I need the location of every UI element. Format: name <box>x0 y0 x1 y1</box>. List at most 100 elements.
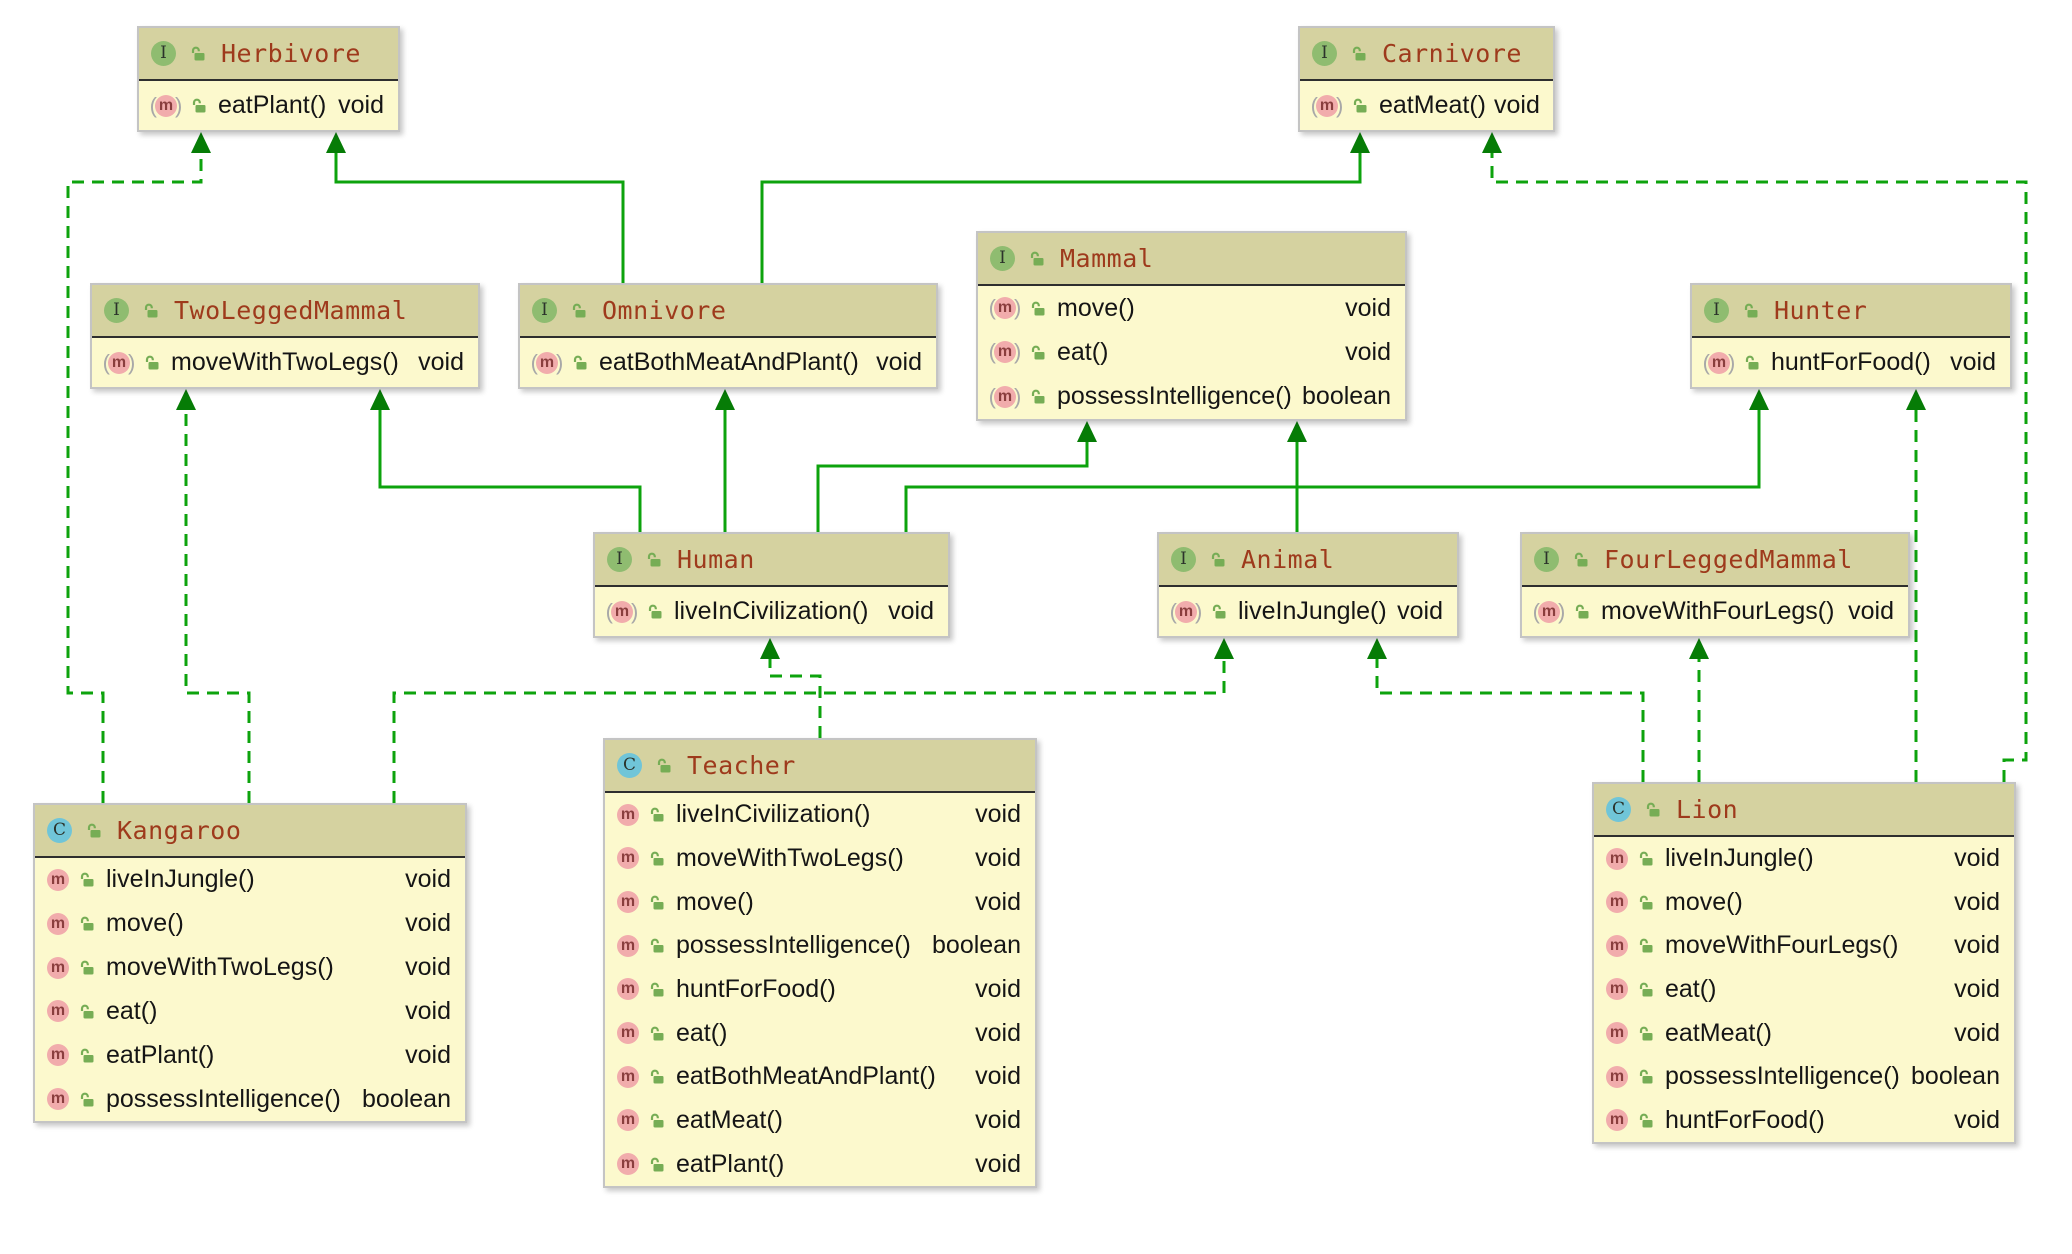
unlocked-icon <box>1638 1112 1655 1129</box>
method-row-herbivore-0[interactable]: (m)eatPlant()void <box>139 81 398 130</box>
method-row-lion-5[interactable]: (m)possessIntelligence()boolean <box>1594 1054 2014 1099</box>
method-icon: (m) <box>1604 1109 1630 1132</box>
method-name: move() <box>1665 887 1743 916</box>
method-row-teacher-2[interactable]: (m)move()void <box>605 880 1035 924</box>
method-row-lion-0[interactable]: (m)liveInJungle()void <box>1594 837 2014 881</box>
method-return-type: void <box>1345 337 1391 366</box>
method-row-fourleggedmammal-0[interactable]: (m)moveWithFourLegs()void <box>1522 587 1908 636</box>
edge-kangaroo-implements-herbivore <box>66 151 203 803</box>
arrowhead-into-hunter <box>1749 389 1769 410</box>
method-return-type: void <box>1954 1105 2000 1134</box>
class-box-lion[interactable]: CLion(m)liveInJungle()void(m)move()void(… <box>1592 782 2016 1144</box>
method-letter: m <box>617 934 639 957</box>
method-row-kangaroo-1[interactable]: (m)move()void <box>35 901 465 946</box>
method-name: eat() <box>1057 337 1109 366</box>
method-row-lion-1[interactable]: (m)move()void <box>1594 880 2014 925</box>
method-return-type: void <box>876 348 922 376</box>
method-name: eatMeat() <box>1379 91 1486 119</box>
method-row-teacher-0[interactable]: (m)liveInCivilization()void <box>605 793 1035 837</box>
unlocked-icon <box>79 915 96 932</box>
method-row-mammal-2[interactable]: (m)possessIntelligence()boolean <box>978 374 1405 419</box>
method-letter: m <box>617 1022 639 1045</box>
method-row-teacher-8[interactable]: (m)eatPlant()void <box>605 1142 1035 1186</box>
method-row-kangaroo-3[interactable]: (m)eat()void <box>35 989 465 1034</box>
method-row-teacher-6[interactable]: (m)eatBothMeatAndPlant()void <box>605 1054 1035 1099</box>
class-box-teacher[interactable]: CTeacher(m)liveInCivilization()void(m)mo… <box>603 738 1037 1188</box>
method-row-hunter-0[interactable]: (m)huntForFood()void <box>1692 338 2010 387</box>
unlocked-icon <box>1638 850 1655 867</box>
method-row-kangaroo-2[interactable]: (m)moveWithTwoLegs()void <box>35 945 465 990</box>
method-letter: m <box>1606 891 1628 914</box>
method-return-type: void <box>975 1105 1021 1134</box>
class-name: Kangaroo <box>117 816 242 845</box>
unlocked-icon <box>144 354 161 371</box>
edge-lion-implements-animal <box>1375 657 1645 782</box>
unlocked-icon <box>1638 981 1655 998</box>
method-letter: m <box>1606 1022 1628 1045</box>
method-row-lion-3[interactable]: (m)eat()void <box>1594 967 2014 1012</box>
method-return-type: void <box>405 953 451 982</box>
edge-teacher-implements-human <box>768 657 822 738</box>
arrowhead-into-mammal <box>1287 421 1307 442</box>
method-row-twoleggedmammal-0[interactable]: (m)moveWithTwoLegs()void <box>92 338 478 387</box>
method-row-lion-4[interactable]: (m)eatMeat()void <box>1594 1011 2014 1055</box>
method-icon: (m) <box>45 1044 71 1067</box>
method-icon: (m) <box>615 803 641 826</box>
method-row-mammal-1[interactable]: (m)eat()void <box>978 330 1405 375</box>
method-row-animal-0[interactable]: (m)liveInJungle()void <box>1159 587 1457 636</box>
method-letter: m <box>47 956 69 979</box>
method-name: eat() <box>106 996 158 1025</box>
method-row-kangaroo-4[interactable]: (m)eatPlant()void <box>35 1033 465 1078</box>
method-return-type: void <box>1954 1018 2000 1047</box>
method-row-kangaroo-5[interactable]: (m)possessIntelligence()boolean <box>35 1077 465 1121</box>
edge-human-extends-mammal <box>816 440 1089 532</box>
method-row-teacher-3[interactable]: (m)possessIntelligence()boolean <box>605 923 1035 968</box>
method-return-type: boolean <box>932 931 1021 960</box>
method-row-teacher-5[interactable]: (m)eat()void <box>605 1011 1035 1055</box>
method-row-human-0[interactable]: (m)liveInCivilization()void <box>595 587 948 636</box>
method-row-teacher-4[interactable]: (m)huntForFood()void <box>605 967 1035 1012</box>
unlocked-icon <box>1744 354 1761 371</box>
paren-close: ) <box>1014 383 1022 409</box>
method-row-lion-2[interactable]: (m)moveWithFourLegs()void <box>1594 924 2014 968</box>
method-icon: (m) <box>1604 1065 1630 1088</box>
method-row-mammal-0[interactable]: (m)move()void <box>978 286 1405 331</box>
class-box-kangaroo[interactable]: CKangaroo(m)liveInJungle()void(m)move()v… <box>33 803 467 1123</box>
method-icon: (m) <box>1604 934 1630 957</box>
method-name: eat() <box>1665 974 1717 1003</box>
method-row-teacher-7[interactable]: (m)eatMeat()void <box>605 1098 1035 1143</box>
method-name: eatMeat() <box>676 1105 783 1134</box>
method-letter: m <box>1606 978 1628 1001</box>
method-row-teacher-1[interactable]: (m)moveWithTwoLegs()void <box>605 836 1035 881</box>
method-icon: (m) <box>615 1065 641 1088</box>
method-return-type: void <box>1950 348 1996 376</box>
method-row-omnivore-0[interactable]: (m)eatBothMeatAndPlant()void <box>520 338 936 387</box>
method-row-kangaroo-0[interactable]: (m)liveInJungle()void <box>35 858 465 902</box>
method-row-carnivore-0[interactable]: (m)eatMeat()void <box>1300 81 1553 130</box>
method-return-type: void <box>888 597 934 625</box>
unlocked-icon <box>649 1112 666 1129</box>
method-row-lion-6[interactable]: (m)huntForFood()void <box>1594 1098 2014 1142</box>
